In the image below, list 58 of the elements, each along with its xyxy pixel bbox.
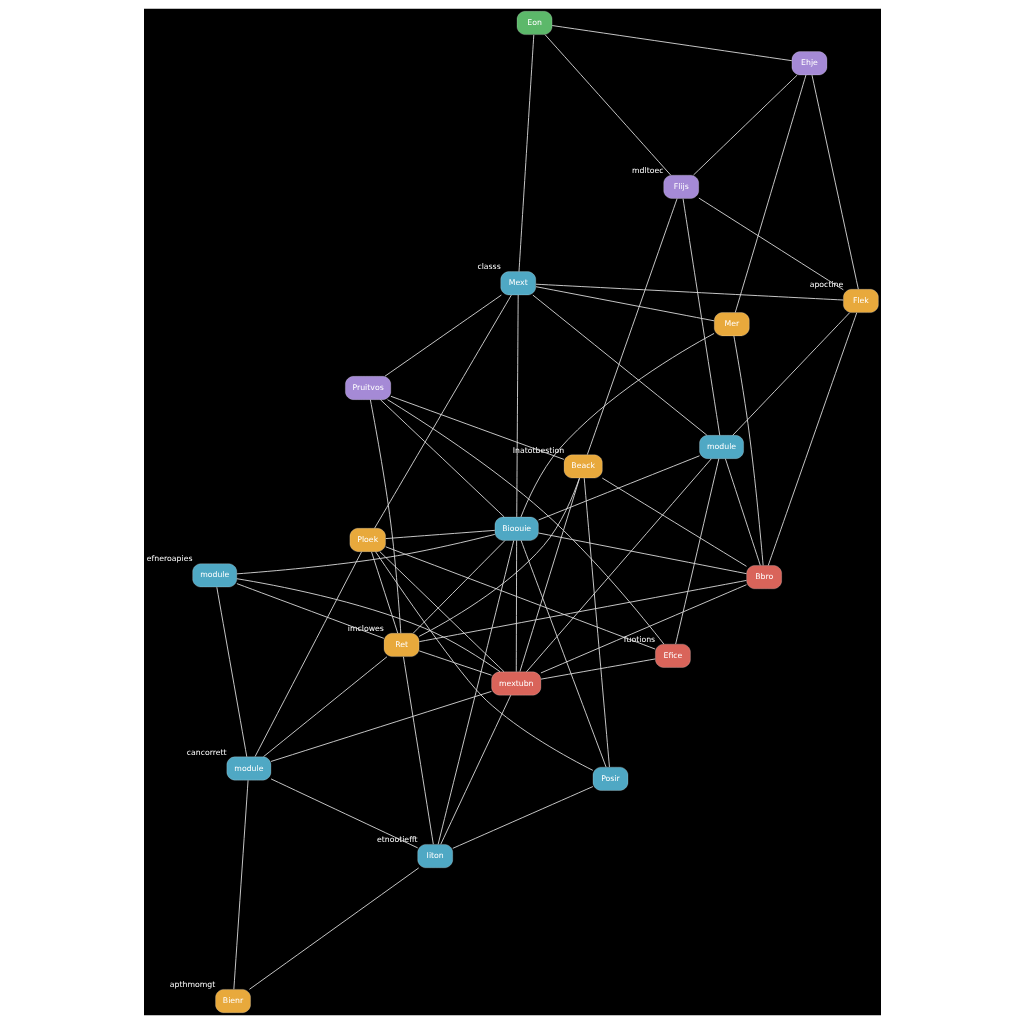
connector: [537, 532, 747, 575]
connector: [535, 283, 844, 301]
connector: [235, 578, 501, 673]
connector: [386, 399, 664, 645]
connector: [540, 658, 656, 680]
connector: [384, 294, 502, 377]
connector: [731, 312, 850, 436]
connector: [586, 198, 678, 456]
connector: [437, 540, 514, 845]
connector: [767, 312, 857, 566]
connector: [518, 34, 534, 273]
connector: [384, 529, 495, 540]
connector: [811, 74, 859, 290]
connector: [520, 539, 607, 768]
connector: [734, 74, 806, 313]
connector: [379, 399, 505, 518]
connector: [384, 546, 656, 650]
connector: [418, 580, 747, 643]
connector: [270, 690, 492, 762]
connector: [215, 586, 247, 758]
connector: [439, 694, 511, 845]
connector: [674, 458, 719, 645]
connector: [402, 656, 434, 845]
connector: [534, 286, 715, 322]
connector: [525, 458, 712, 673]
connector: [270, 778, 418, 849]
connector: [544, 34, 671, 176]
connector: [697, 197, 844, 291]
connector: [724, 458, 761, 566]
connector: [515, 540, 517, 673]
connector: [389, 395, 564, 460]
connector: [692, 74, 798, 176]
connector: [235, 583, 384, 639]
connector: [262, 656, 387, 758]
connector: [374, 551, 593, 771]
connector: [515, 294, 519, 518]
connector: [412, 540, 505, 634]
connector: [539, 584, 747, 674]
connector: [418, 650, 492, 676]
connector: [235, 533, 495, 575]
connector: [232, 779, 249, 990]
connector: [370, 551, 398, 634]
connector: [254, 551, 362, 757]
connector: [601, 477, 747, 567]
connector: [520, 332, 715, 518]
connector: [537, 455, 700, 521]
connector: [551, 25, 792, 62]
connector: [418, 477, 580, 637]
connector: [373, 294, 512, 529]
connector: [732, 335, 764, 566]
connector: [451, 786, 593, 849]
connector: [682, 198, 720, 436]
connector: [378, 551, 505, 673]
connector: [531, 294, 707, 436]
connector: [519, 477, 580, 672]
connector: [369, 399, 401, 634]
connector: [248, 867, 419, 990]
connector: [583, 477, 610, 768]
